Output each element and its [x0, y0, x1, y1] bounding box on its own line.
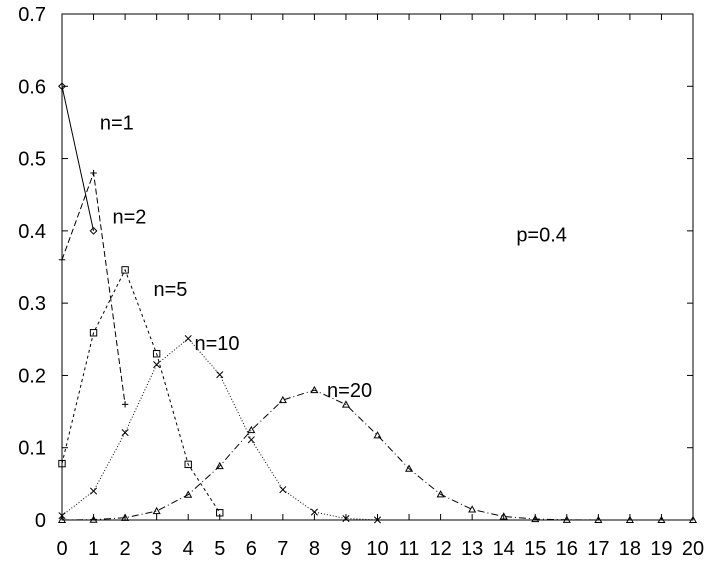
x-tick-label: 3 — [151, 538, 162, 560]
x-tick-label: 15 — [524, 538, 546, 560]
point-marker — [594, 515, 603, 524]
point-marker — [215, 461, 224, 470]
x-tick-label: 10 — [366, 538, 388, 560]
y-tick-label: 0 — [35, 510, 46, 532]
point-marker — [341, 400, 350, 408]
point-marker — [562, 515, 571, 523]
y-tick-label: 0.2 — [18, 365, 46, 387]
point-marker — [121, 428, 129, 437]
x-tick-label: 20 — [682, 538, 704, 560]
point-marker — [279, 486, 287, 494]
y-tick-label: 0.4 — [18, 221, 46, 243]
x-tick-label: 7 — [277, 538, 288, 560]
point-marker — [247, 425, 256, 434]
point-marker — [373, 431, 382, 439]
point-marker — [152, 506, 161, 515]
x-tick-label: 5 — [214, 538, 225, 560]
x-tick-label: 8 — [309, 538, 320, 560]
point-marker — [468, 505, 477, 513]
y-tick-label: 0.5 — [18, 149, 46, 171]
series-line — [61, 389, 693, 521]
point-marker — [152, 350, 161, 358]
y-tick-label: 0.6 — [18, 76, 46, 98]
x-tick-label: 0 — [56, 538, 67, 560]
point-marker — [89, 329, 98, 337]
point-marker — [58, 82, 66, 91]
point-marker — [184, 490, 193, 498]
point-marker — [57, 515, 67, 524]
point-marker — [436, 490, 445, 498]
x-tick-label: 17 — [587, 538, 609, 560]
point-marker — [184, 335, 192, 343]
annotation-label: n=2 — [112, 207, 146, 229]
series-line — [61, 268, 221, 514]
annotation-label: n=10 — [195, 333, 240, 355]
x-tick-label: 4 — [183, 538, 194, 560]
point-marker — [499, 512, 508, 520]
point-marker — [310, 508, 318, 516]
annotation-label: n=5 — [153, 279, 187, 301]
point-marker — [90, 169, 97, 177]
point-marker — [58, 256, 66, 263]
point-marker — [531, 514, 540, 523]
point-marker — [216, 371, 224, 379]
point-marker — [153, 361, 161, 369]
series-n-2 — [58, 169, 129, 408]
point-marker — [342, 515, 350, 523]
point-marker — [58, 459, 66, 468]
annotation-label: n=1 — [100, 113, 134, 135]
series-n-1 — [58, 82, 98, 235]
series-line — [61, 337, 378, 521]
point-marker — [247, 436, 255, 444]
annotations: n=1 n=2 n=5 n=10 n=20 p=0.4 — [100, 113, 567, 402]
x-tick-label: 1 — [88, 538, 99, 560]
x-tick-label: 2 — [120, 538, 131, 560]
axis-ticks — [61, 13, 694, 521]
x-tick-label: 9 — [340, 538, 351, 560]
point-marker — [121, 401, 129, 408]
x-tick-label: 14 — [493, 538, 515, 560]
point-marker — [89, 226, 98, 235]
annotation-label: n=20 — [327, 380, 372, 402]
x-tick-label: 6 — [246, 538, 257, 560]
y-tick-label: 0.1 — [18, 438, 46, 460]
series-n-5 — [58, 266, 224, 517]
series-line — [61, 86, 95, 231]
y-tick-label: 0.7 — [18, 4, 46, 26]
series-n-20 — [57, 385, 698, 524]
point-marker — [688, 515, 698, 524]
point-marker — [89, 487, 98, 495]
annotation-label: p=0.4 — [516, 225, 567, 247]
y-tick-labels: 0 0.1 0.2 0.3 0.4 0.5 0.6 0.7 — [18, 4, 46, 532]
series-n-10 — [58, 335, 382, 524]
x-tick-label: 19 — [650, 538, 672, 560]
point-marker — [657, 515, 666, 524]
point-marker — [58, 512, 66, 520]
x-tick-label: 13 — [461, 538, 483, 560]
x-tick-label: 12 — [429, 538, 451, 560]
point-marker — [278, 395, 287, 404]
x-tick-label: 11 — [399, 538, 420, 560]
series-group — [57, 82, 698, 524]
point-marker — [216, 509, 224, 517]
point-marker — [121, 513, 130, 521]
x-tick-label: 16 — [556, 538, 578, 560]
point-marker — [121, 266, 129, 274]
point-marker — [405, 464, 414, 472]
point-marker — [310, 385, 319, 394]
point-marker — [625, 515, 634, 524]
point-marker — [184, 460, 192, 469]
plot-frame — [61, 13, 694, 521]
point-marker — [373, 516, 382, 524]
x-tick-label: 18 — [619, 538, 641, 560]
point-marker — [89, 515, 98, 523]
y-tick-label: 0.3 — [18, 293, 46, 315]
